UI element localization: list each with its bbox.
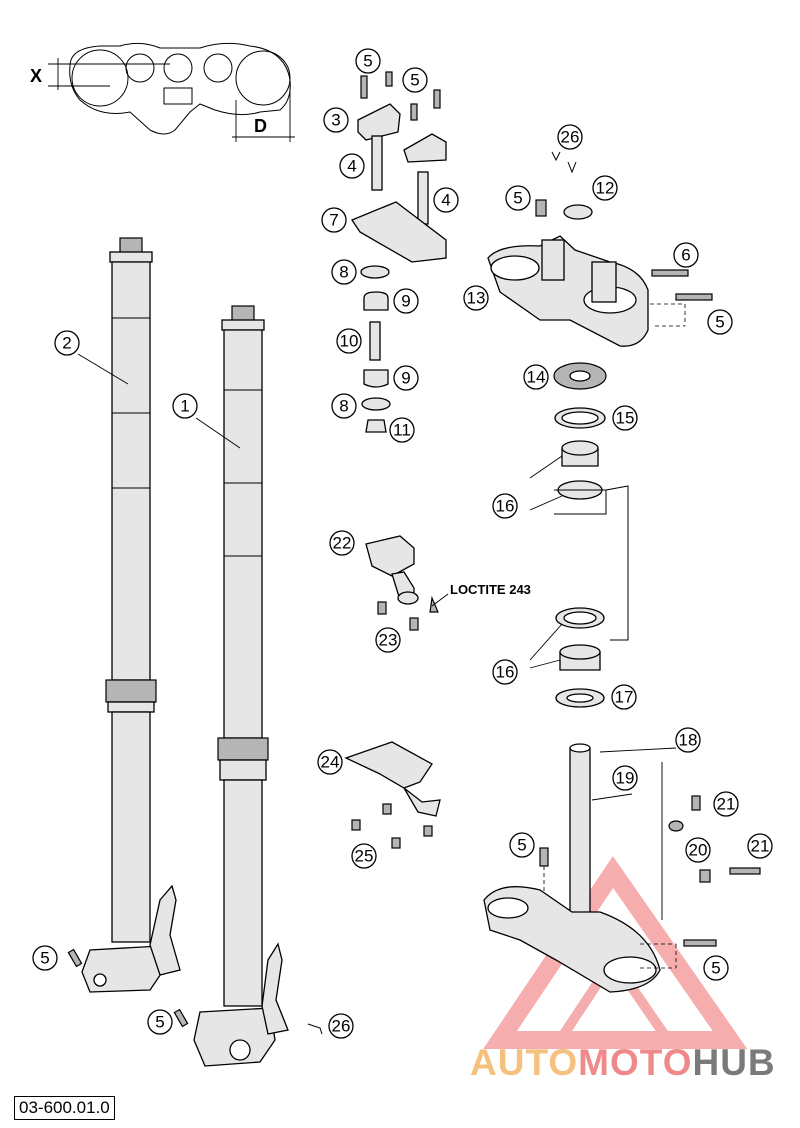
svg-text:16: 16 <box>496 497 515 516</box>
svg-text:22: 22 <box>333 534 352 553</box>
fork-leg-right <box>193 305 289 1067</box>
callout-20: 20 <box>685 837 711 863</box>
triple-clamp-dimension-sketch <box>48 42 295 142</box>
callout-5-d: 5 <box>707 309 733 335</box>
callout-26-b: 26 <box>328 1013 354 1039</box>
watermark-text: AUTOMOTOHUB <box>470 1042 776 1083</box>
callout-5-e: 5 <box>509 832 535 858</box>
svg-text:5: 5 <box>711 959 720 978</box>
svg-text:5: 5 <box>517 836 526 855</box>
svg-text:26: 26 <box>561 128 580 147</box>
callout-2: 2 <box>54 330 80 356</box>
clamp-hardware <box>351 71 447 433</box>
svg-text:21: 21 <box>717 795 736 814</box>
callout-5-b: 5 <box>402 67 428 93</box>
svg-text:23: 23 <box>379 631 398 650</box>
callout-21-b: 21 <box>747 833 773 859</box>
svg-text:20: 20 <box>689 841 708 860</box>
callout-21-a: 21 <box>713 791 739 817</box>
callout-16-b: 16 <box>492 659 518 685</box>
callout-4-b: 4 <box>433 187 459 213</box>
svg-text:5: 5 <box>155 1013 164 1032</box>
callout-11: 11 <box>389 417 415 443</box>
svg-text:26: 26 <box>332 1017 351 1036</box>
svg-text:4: 4 <box>347 157 356 176</box>
lower-triple-clamp <box>483 743 761 993</box>
svg-text:5: 5 <box>363 52 372 71</box>
leader-lines <box>77 353 677 920</box>
callout-8-a: 8 <box>331 259 357 285</box>
upper-triple-clamp <box>487 199 713 347</box>
svg-text:9: 9 <box>401 292 410 311</box>
svg-text:5: 5 <box>715 313 724 332</box>
svg-text:18: 18 <box>679 731 698 750</box>
small-screws <box>67 151 577 1035</box>
svg-text:13: 13 <box>467 289 486 308</box>
callout-15: 15 <box>612 405 638 431</box>
callout-23: 23 <box>375 627 401 653</box>
callout-16-a: 16 <box>492 493 518 519</box>
fork-leg-left <box>81 237 181 993</box>
svg-text:8: 8 <box>339 263 348 282</box>
svg-text:5: 5 <box>40 949 49 968</box>
callout-5-a: 5 <box>355 48 381 74</box>
svg-text:25: 25 <box>355 847 374 866</box>
callout-26-a: 26 <box>557 124 583 150</box>
callout-6: 6 <box>673 242 699 268</box>
callout-7: 7 <box>321 207 347 233</box>
svg-text:5: 5 <box>513 189 522 208</box>
callout-5-h: 5 <box>147 1009 173 1035</box>
handlebar-brackets <box>344 535 441 849</box>
callout-12: 12 <box>592 175 618 201</box>
callout-4-a: 4 <box>339 153 365 179</box>
callout-14: 14 <box>523 364 549 390</box>
callout-18: 18 <box>675 727 701 753</box>
dimension-d-label: D <box>254 116 267 136</box>
svg-text:4: 4 <box>441 191 450 210</box>
svg-text:8: 8 <box>339 397 348 416</box>
callout-24: 24 <box>317 749 343 775</box>
callout-1: 1 <box>172 393 198 419</box>
callout-13: 13 <box>463 285 489 311</box>
svg-text:14: 14 <box>527 368 546 387</box>
svg-text:5: 5 <box>410 71 419 90</box>
loctite-annotation: LOCTITE 243 <box>450 582 531 597</box>
callout-5-c: 5 <box>505 185 531 211</box>
svg-text:17: 17 <box>615 688 634 707</box>
svg-text:19: 19 <box>616 769 635 788</box>
svg-text:1: 1 <box>180 397 189 416</box>
svg-text:10: 10 <box>340 332 359 351</box>
svg-text:15: 15 <box>616 409 635 428</box>
callout-10: 10 <box>336 328 362 354</box>
diagram-code-label: 03-600.01.0 <box>14 1096 115 1120</box>
svg-text:12: 12 <box>596 179 615 198</box>
callout-5-f: 5 <box>703 955 729 981</box>
svg-text:21: 21 <box>751 837 770 856</box>
svg-text:9: 9 <box>401 369 410 388</box>
callout-19: 19 <box>612 765 638 791</box>
svg-text:24: 24 <box>321 753 340 772</box>
dimension-x-label: X <box>30 66 42 86</box>
callout-3: 3 <box>323 107 349 133</box>
svg-text:2: 2 <box>62 334 71 353</box>
callout-22: 22 <box>329 530 355 556</box>
callout-17: 17 <box>611 684 637 710</box>
callout-25: 25 <box>351 843 377 869</box>
callout-8-b: 8 <box>331 393 357 419</box>
svg-text:16: 16 <box>496 663 515 682</box>
callout-5-g: 5 <box>32 945 58 971</box>
svg-text:6: 6 <box>681 246 690 265</box>
callout-9-a: 9 <box>393 288 419 314</box>
svg-text:3: 3 <box>331 111 340 130</box>
svg-text:7: 7 <box>329 211 338 230</box>
steering-bearings <box>553 362 629 708</box>
callout-9-b: 9 <box>393 365 419 391</box>
svg-text:11: 11 <box>393 421 411 440</box>
